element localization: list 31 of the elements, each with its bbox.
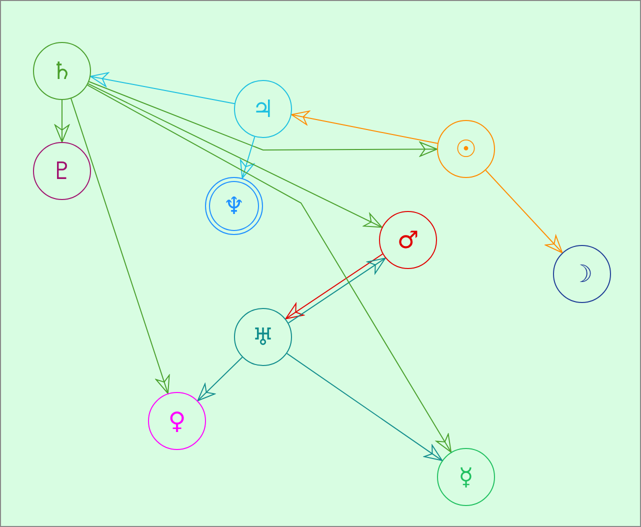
planet-symbol: ♃: [252, 97, 274, 121]
arrow: [88, 81, 438, 157]
planet-symbol: ♆: [223, 194, 245, 218]
arrow: [54, 100, 70, 142]
planet-symbol: ♅: [252, 325, 274, 349]
arrow: [240, 136, 256, 179]
planet-circle: [379, 211, 437, 269]
planet-symbol: ☿: [458, 465, 474, 489]
planet-circle: [234, 80, 292, 138]
planet-circle: [234, 308, 292, 366]
arrow: [197, 356, 243, 402]
arrow: [90, 72, 235, 104]
planet-circle: [33, 142, 91, 200]
arrow: [290, 110, 438, 144]
planet-circle: [553, 245, 611, 303]
arrow: [70, 98, 170, 394]
planet-symbol: ♇: [51, 159, 73, 183]
arrow: [86, 84, 452, 453]
planet-symbol: ♀: [168, 409, 186, 433]
arrow: [286, 352, 443, 462]
planet-symbol: ♂: [397, 228, 419, 252]
planet-circle: [205, 177, 263, 235]
arrow: [88, 83, 382, 228]
arrow: [485, 170, 563, 254]
planet-circle: [33, 42, 91, 100]
planet-circle: [437, 448, 495, 506]
planet-circle: [148, 392, 206, 450]
planet-symbol: ♄: [51, 59, 73, 83]
planet-symbol: ☽: [571, 262, 593, 286]
planet-symbol: ☉: [455, 137, 477, 161]
planet-circle: [437, 120, 495, 178]
